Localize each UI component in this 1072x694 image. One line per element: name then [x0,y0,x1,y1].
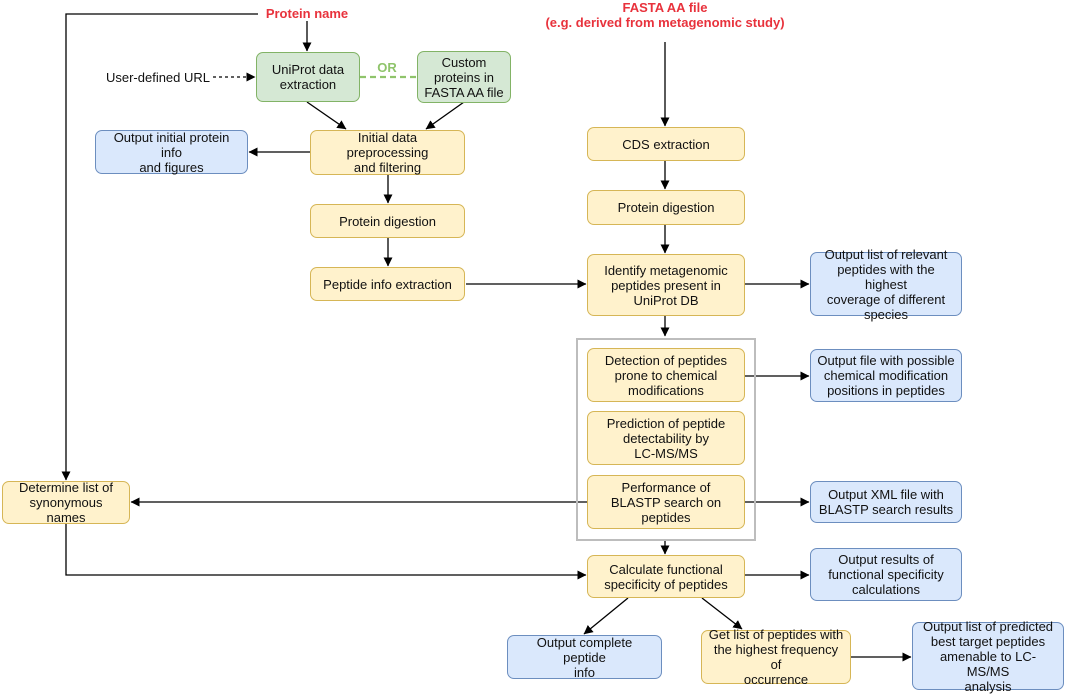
fasta-file-source: FASTA AA file (e.g. derived from metagen… [545,0,785,30]
connector-functional-to-frequency [701,597,743,630]
highest-frequency-node: Get list of peptides with the highest fr… [701,627,851,687]
prediction-detectability-node: Prediction of peptide detectability by L… [587,411,745,465]
output-initial-info-node: Output initial protein info and figures [95,130,248,175]
connector-custom-to-preprocessing [425,101,465,130]
synonymous-names-node: Determine list of synonymous names [2,480,130,525]
output-relevant-peptides-node: Output list of relevant peptides with th… [810,247,962,322]
output-xml-node: Output XML file with BLASTP search resul… [810,481,962,523]
connector-synonyms-to-functional [65,524,587,580]
blastp-search-node: Performance of BLASTP search on peptides [587,475,745,529]
protein-name-source: Protein name [265,6,349,21]
connector-protein-to-synonyms [61,13,258,481]
initial-preprocessing-node: Initial data preprocessing and filtering [310,130,465,175]
output-functional-results-node: Output results of functional specificity… [810,548,962,601]
connector-functional-to-complete [583,597,629,635]
cds-extraction-node: CDS extraction [587,127,745,161]
detection-modifications-node: Detection of peptides prone to chemical … [587,348,745,402]
functional-specificity-node: Calculate functional specificity of pept… [587,555,745,598]
user-url-label: User-defined URL [105,70,211,85]
protein-digestion-left-node: Protein digestion [310,204,465,238]
custom-proteins-node: Custom proteins in FASTA AA file [417,51,511,103]
uniprot-extraction-node: UniProt data extraction [256,52,360,102]
output-best-targets-node: Output list of predicted best target pep… [912,619,1064,694]
peptide-analysis-group [576,338,756,541]
connector-uniprot-to-preprocessing [306,101,347,130]
protein-digestion-right-node: Protein digestion [587,190,745,225]
identify-metagenomic-node: Identify metagenomic peptides present in… [587,254,745,316]
output-complete-info-node: Output complete peptide info [507,635,662,680]
or-label: OR [377,60,397,75]
peptide-info-extraction-node: Peptide info extraction [310,267,465,301]
output-modification-file-node: Output file with possible chemical modif… [810,349,962,402]
